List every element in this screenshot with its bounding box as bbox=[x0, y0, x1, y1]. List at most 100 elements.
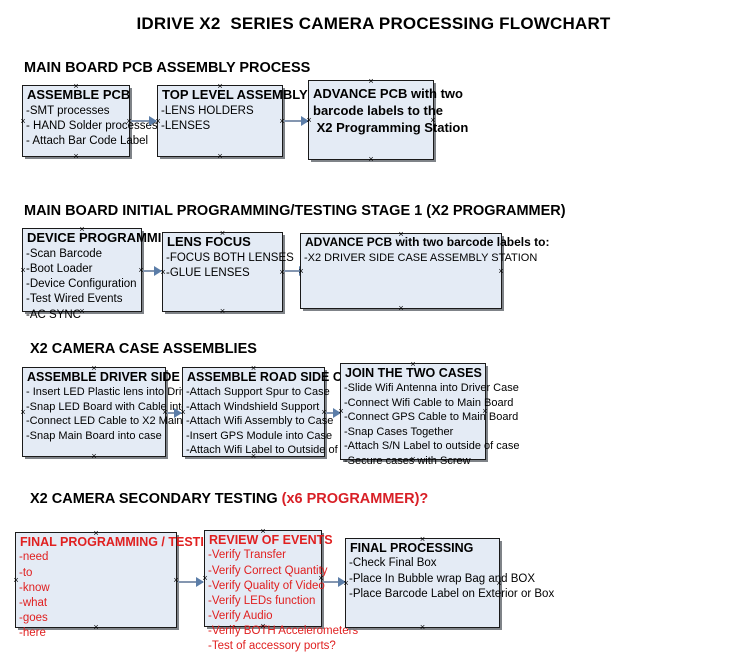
section-title-accent: (x6 PROGRAMMER)? bbox=[281, 491, 429, 507]
box-body: -Verify Transfer -Verify Correct Quantit… bbox=[205, 548, 359, 654]
box-line: -Connect GPS Cable to Main Board bbox=[344, 411, 519, 424]
resize-handle-bottom[interactable] bbox=[73, 153, 80, 160]
box-line: -Attach S/N Label to outside of case bbox=[344, 440, 520, 453]
box-line: -X2 DRIVER SIDE CASE ASSEMBLY STATION bbox=[304, 251, 538, 264]
section-title-main-board-initial-programming-testing-stage-1: MAIN BOARD INITIAL PROGRAMMING/TESTING S… bbox=[24, 203, 566, 219]
arrowhead-icon bbox=[333, 408, 341, 418]
box-assemble-pcb[interactable]: ASSEMBLE PCB -SMT processes - HAND Solde… bbox=[22, 85, 158, 160]
section-title-x2-camera-case-assemblies: X2 CAMERA CASE ASSEMBLIES bbox=[30, 341, 257, 357]
arrowhead-icon bbox=[154, 266, 162, 276]
resize-handle-bottom[interactable] bbox=[217, 153, 224, 160]
box-advance-pcb-to-driver-side-case-assembly[interactable]: ADVANCE PCB with two barcode labels to: … bbox=[300, 233, 550, 312]
box-join-the-two-cases[interactable]: JOIN THE TWO CASES -Slide Wifi Antenna i… bbox=[340, 363, 520, 467]
section-title-text: X2 CAMERA SECONDARY TESTING bbox=[30, 491, 282, 507]
box-line: -Place In Bubble wrap Bag and BOX bbox=[349, 572, 536, 585]
box-header: ADVANCE PCB with two barcode labels to t… bbox=[313, 86, 469, 135]
box-header: FINAL PROGRAMMING / TESTING bbox=[20, 535, 223, 549]
box-body: -FOCUS BOTH LENSES -GLUE LENSES bbox=[163, 251, 294, 281]
connector-arrow bbox=[143, 266, 162, 276]
connector-arrow bbox=[167, 408, 182, 418]
box-header: LENS FOCUS bbox=[167, 234, 251, 249]
box-line: -Place Barcode Label on Exterior or Box bbox=[349, 587, 555, 600]
box-line: -LENS HOLDERS bbox=[161, 104, 254, 117]
box-line: -Verify Audio bbox=[208, 610, 273, 623]
box-line: -to bbox=[19, 566, 33, 579]
connector-arrow bbox=[326, 408, 341, 418]
box-final-processing[interactable]: FINAL PROCESSING -Check Final Box -Place… bbox=[345, 538, 555, 631]
box-body: -Attach Support Spur to Case -Attach Win… bbox=[183, 385, 367, 458]
connector-arrow bbox=[178, 577, 204, 587]
box-line: -Verify Transfer bbox=[208, 549, 286, 562]
box-line: -know bbox=[19, 581, 50, 594]
box-line: -Snap Main Board into case bbox=[26, 429, 162, 442]
box-line: -Attach Wifi Label to Outside of Case bbox=[186, 444, 367, 457]
resize-handle-bottom[interactable] bbox=[368, 156, 375, 163]
box-body: -Slide Wifi Antenna into Driver Case -Co… bbox=[341, 381, 520, 468]
box-line: -Slide Wifi Antenna into Driver Case bbox=[344, 382, 519, 395]
box-header: FINAL PROCESSING bbox=[350, 541, 474, 555]
box-line: - Insert LED Plastic lens into Driver Ca… bbox=[26, 386, 226, 399]
resize-handle-bottom[interactable] bbox=[419, 624, 426, 631]
arrowhead-icon bbox=[174, 408, 182, 418]
resize-handle-bottom[interactable] bbox=[398, 305, 405, 312]
box-line: -Insert GPS Module into Case bbox=[186, 429, 333, 442]
box-line: -Device Configuration bbox=[26, 278, 137, 291]
box-line: -Connect Wifi Cable to Main Board bbox=[344, 396, 514, 409]
box-line: -Snap LED Board with Cable into Case bbox=[26, 400, 217, 413]
arrowhead-icon bbox=[149, 116, 157, 126]
box-body: -Check Final Box -Place In Bubble wrap B… bbox=[346, 556, 555, 602]
box-line: -Connect LED Cable to X2 Main Board bbox=[26, 415, 215, 428]
box-line: - Attach Bar Code Label bbox=[26, 135, 149, 148]
box-header: JOIN THE TWO CASES bbox=[345, 366, 482, 380]
box-line: -Verify LEDs function bbox=[208, 594, 316, 607]
section-title-text: X2 CAMERA CASE ASSEMBLIES bbox=[30, 341, 257, 357]
resize-handle-right[interactable] bbox=[498, 268, 505, 275]
box-line: -Attach Support Spur to Case bbox=[186, 386, 330, 399]
box-assemble-road-side-case[interactable]: ASSEMBLE ROAD SIDE CASE -Attach Support … bbox=[182, 367, 368, 458]
box-line: -Attach Wifi Assembly to Case bbox=[186, 415, 334, 428]
box-line: -Snap Cases Together bbox=[344, 425, 454, 438]
box-header: ADVANCE PCB with two barcode labels to: bbox=[305, 235, 550, 249]
box-header: REVIEW OF EVENTS bbox=[209, 533, 333, 547]
box-line: -GLUE LENSES bbox=[166, 267, 250, 280]
box-line: -Verify BOTH Accelerometers bbox=[208, 625, 359, 638]
box-header: ASSEMBLE ROAD SIDE CASE bbox=[187, 370, 368, 384]
box-line-overflow: -Test of accessory ports? bbox=[208, 640, 336, 653]
box-line: -goes bbox=[19, 612, 48, 625]
box-line: -Attach Windshield Support bbox=[186, 400, 320, 413]
box-line: -Boot Loader bbox=[26, 263, 93, 276]
box-top-level-assembly[interactable]: TOP LEVEL ASSEMBLY -LENS HOLDERS -LENSES bbox=[157, 85, 308, 160]
box-line: -Verify Quality of Video bbox=[208, 579, 325, 592]
box-line: -Check Final Box bbox=[349, 557, 437, 570]
box-header: ASSEMBLE DRIVER SIDE CASE bbox=[27, 370, 219, 384]
arrowhead-icon bbox=[196, 577, 204, 587]
box-review-of-events[interactable]: REVIEW OF EVENTS -Verify Transfer -Verif… bbox=[204, 530, 358, 652]
box-line: -AC SYNC bbox=[26, 308, 81, 321]
box-final-programming-testing[interactable]: FINAL PROGRAMMING / TESTING -need -to -k… bbox=[15, 532, 223, 639]
box-assemble-driver-side-case[interactable]: ASSEMBLE DRIVER SIDE CASE - Insert LED P… bbox=[22, 367, 226, 460]
box-body: -need -to -know -what -goes -here bbox=[16, 550, 176, 641]
box-line: -Secure cases with Screw bbox=[344, 454, 471, 467]
box-line: -what bbox=[19, 596, 48, 609]
box-line: -Scan Barcode bbox=[26, 247, 103, 260]
box-line: - HAND Solder processes bbox=[26, 120, 158, 133]
arrowhead-icon bbox=[338, 577, 346, 587]
box-lens-focus[interactable]: LENS FOCUS -FOCUS BOTH LENSES -GLUE LENS… bbox=[162, 232, 294, 315]
box-line: -Test Wired Events bbox=[26, 293, 123, 306]
box-advance-pcb-to-x2-programming-station[interactable]: ADVANCE PCB with two barcode labels to t… bbox=[308, 80, 469, 163]
box-line: -here bbox=[19, 627, 46, 640]
resize-handle-bottom[interactable] bbox=[91, 453, 98, 460]
box-line: -FOCUS BOTH LENSES bbox=[166, 251, 294, 264]
box-body: - Insert LED Plastic lens into Driver Ca… bbox=[23, 385, 226, 443]
box-body: -Scan Barcode -Boot Loader -Device Confi… bbox=[23, 247, 141, 323]
box-line: -Verify Correct Quantity bbox=[208, 564, 328, 577]
box-device-programming[interactable]: DEVICE PROGRAMMING -Scan Barcode -Boot L… bbox=[22, 228, 181, 321]
section-title-text: MAIN BOARD PCB ASSEMBLY PROCESS bbox=[24, 60, 311, 76]
box-line: -need bbox=[19, 551, 49, 564]
page-title: IDRIVE X2 SERIES CAMERA PROCESSING FLOWC… bbox=[136, 14, 611, 33]
box-line: -LENSES bbox=[161, 120, 211, 133]
resize-handle-bottom[interactable] bbox=[219, 308, 226, 315]
box-header: ASSEMBLE PCB bbox=[27, 87, 131, 102]
box-header: DEVICE PROGRAMMING bbox=[27, 230, 181, 245]
